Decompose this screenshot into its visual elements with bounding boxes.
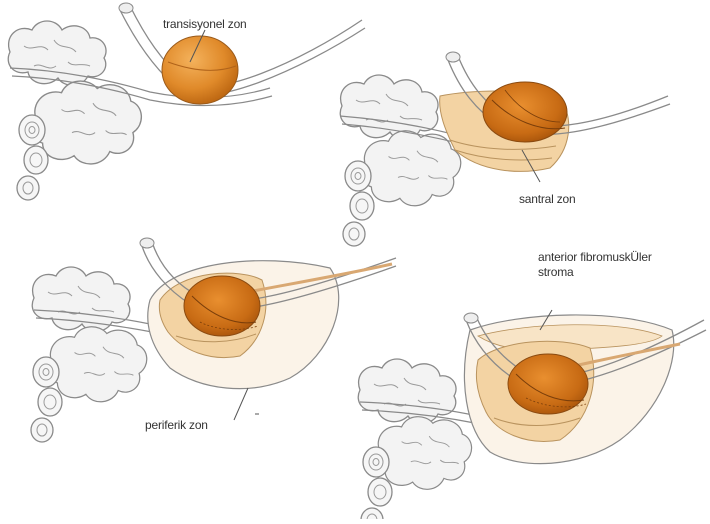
vas-deferens-coils [376, 417, 472, 490]
tube-ends [31, 357, 62, 442]
panel-transition-zone [8, 3, 365, 200]
label-stroma: anterior fibromuskÜler stroma [538, 250, 698, 280]
vas-deferens-coils [362, 131, 461, 206]
label-peripheral-zone: periferik zon [145, 418, 208, 432]
seminal-vesicle [8, 21, 106, 85]
tube-ends [361, 447, 392, 519]
panel-central-zone [340, 52, 670, 246]
vas-deferens-coils [48, 327, 147, 402]
label-stroma-line2: stroma [538, 265, 573, 279]
tube-ends [343, 161, 374, 246]
panel-peripheral-zone [31, 238, 396, 442]
panel-stroma [358, 310, 706, 519]
label-stroma-line1: anterior fibromuskÜler [538, 250, 652, 264]
tube-ends [17, 115, 48, 200]
label-transition-zone: transisyonel zon [163, 17, 247, 31]
label-central-zone: santral zon [519, 192, 576, 206]
